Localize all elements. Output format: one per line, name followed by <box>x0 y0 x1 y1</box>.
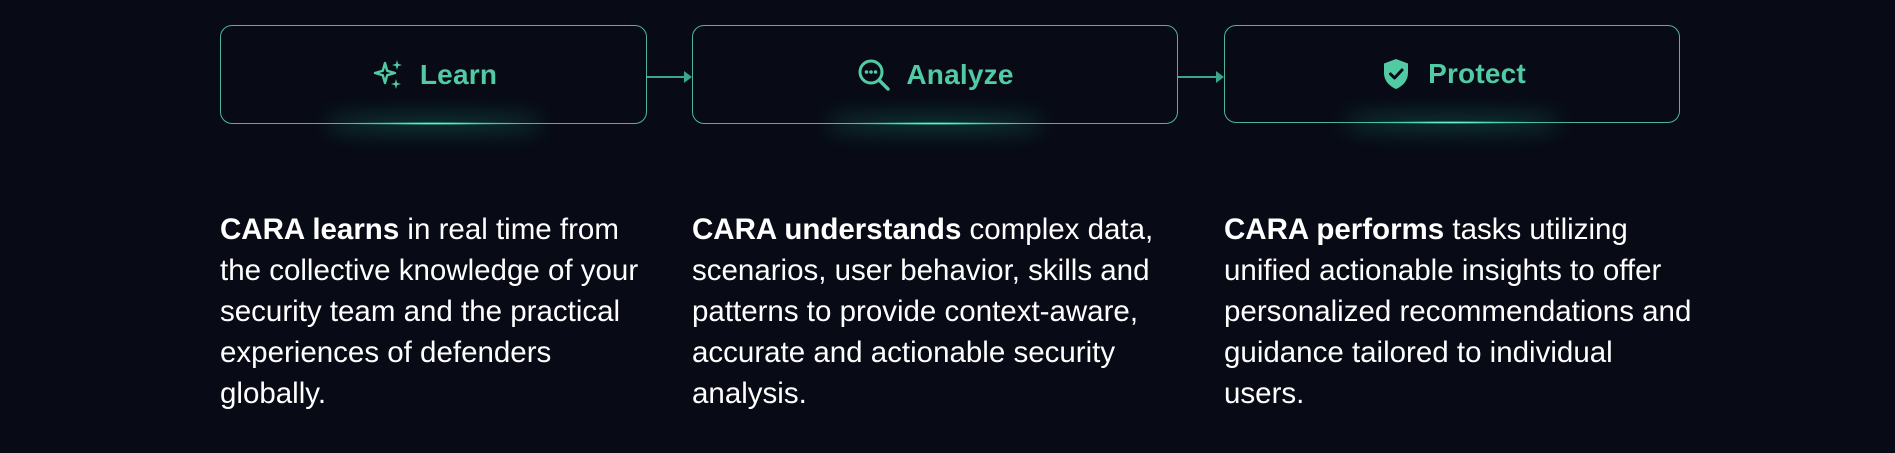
arrowhead-icon <box>684 71 692 83</box>
description-analyze: CARA understands complex data, scenarios… <box>692 209 1192 414</box>
step-card-protect: Protect <box>1224 25 1680 123</box>
shield-check-icon <box>1378 56 1414 92</box>
step-card-learn: Learn <box>220 25 647 124</box>
connector-arrow <box>1178 71 1224 83</box>
search-analyze-icon <box>856 57 892 93</box>
description-protect: CARA performs tasks utilizing unified ac… <box>1224 209 1694 414</box>
description-analyze-bold: CARA understands <box>692 213 962 246</box>
description-protect-bold: CARA performs <box>1224 213 1445 246</box>
arrowhead-icon <box>1216 71 1224 83</box>
description-learn-text: in real time from the collective knowled… <box>220 213 639 410</box>
step-card-analyze: Analyze <box>692 25 1178 124</box>
description-learn: CARA learns in real time from the collec… <box>220 209 660 414</box>
sparkles-icon <box>370 57 406 93</box>
step-label-analyze: Analyze <box>906 58 1014 90</box>
description-protect-text: tasks utilizing unified actionable insig… <box>1224 213 1692 410</box>
description-analyze-text: complex data, scenarios, user behavior, … <box>692 213 1154 410</box>
description-learn-bold: CARA learns <box>220 213 400 246</box>
step-label-protect: Protect <box>1428 58 1526 89</box>
step-label-learn: Learn <box>419 58 498 90</box>
connector-arrow <box>647 71 692 83</box>
